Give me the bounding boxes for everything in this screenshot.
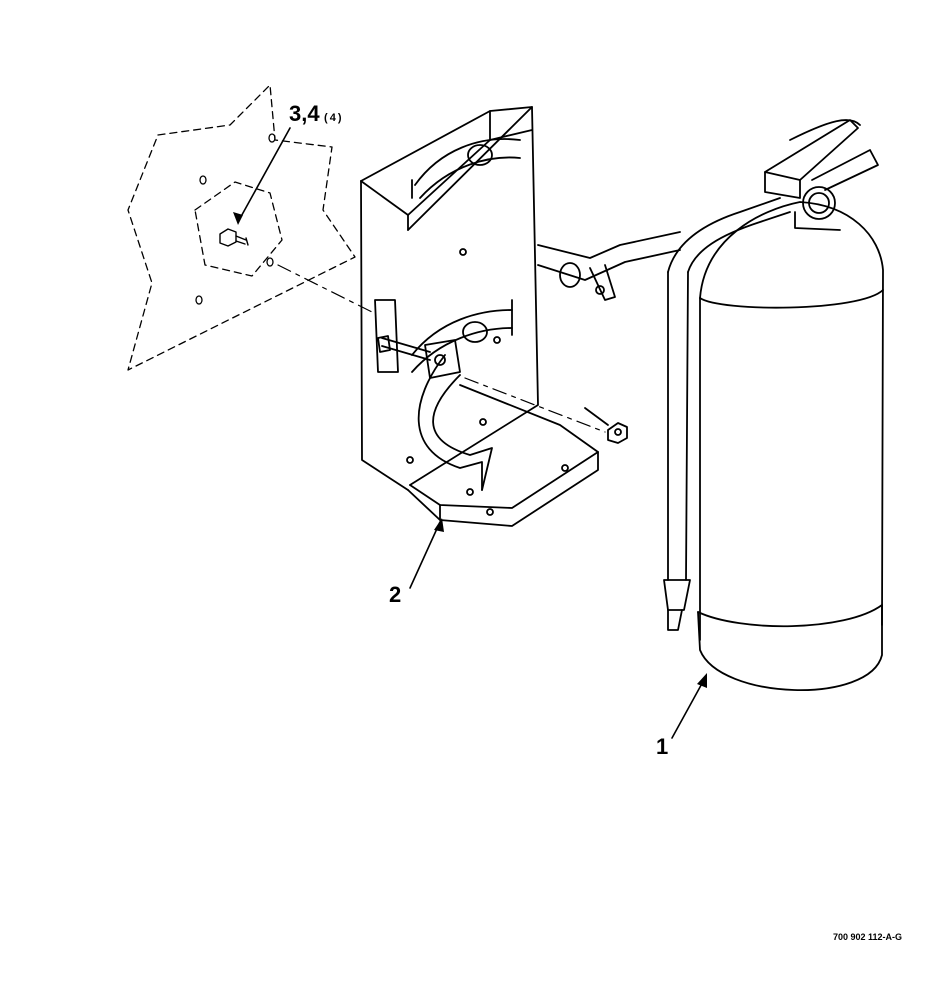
callout-fasteners: 3,4 (4) [289, 101, 344, 127]
callout-extinguisher: 1 [656, 734, 669, 759]
fire-extinguisher [537, 119, 884, 691]
assembly-centerline [277, 264, 606, 433]
wall-panel-outline [127, 84, 356, 371]
wall-panel-holes [195, 133, 276, 305]
figure-identifier: 700 902 112-A-G [833, 932, 903, 942]
callout-fasteners-number: 3,4 [289, 101, 320, 126]
callout-bracket: 2 [389, 582, 402, 607]
bolt-fastener-icon [219, 228, 249, 247]
callout-fasteners-qty: (4) [324, 112, 344, 124]
mounting-bracket [360, 106, 628, 527]
leader-arrows [237, 127, 706, 739]
